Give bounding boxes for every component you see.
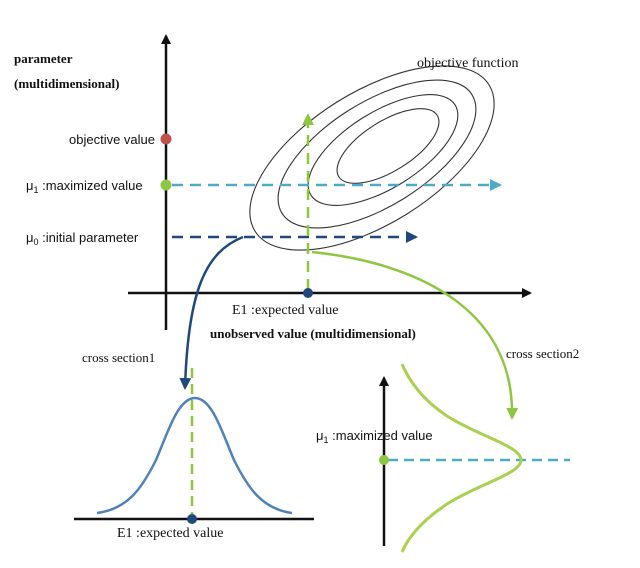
parameter-label-dim: (multidimensional) — [14, 76, 119, 91]
cs2-maximized-point — [379, 455, 389, 465]
cross-section2-arrow — [311, 250, 519, 420]
cs1-expected-label: E1 :expected value — [117, 526, 224, 541]
cs1-expected-point — [187, 514, 197, 524]
parameter-label: parameter — [14, 51, 73, 66]
objective-value-label: objective value — [69, 132, 155, 147]
unobserved-value-label: unobserved value (multidimensional) — [210, 326, 416, 341]
cross-section2-plot: μ1 :maximized value — [316, 363, 570, 553]
cross-section1-label: cross section1 — [82, 350, 155, 365]
objective-function-label: objective function — [417, 56, 518, 71]
objective-value-point — [160, 133, 172, 145]
cs2-maximized-label: μ1 :maximized value — [316, 428, 433, 445]
mu1-label: μ1 :maximized value — [26, 178, 143, 195]
mu0-label: μ0 :initial parameter — [26, 230, 139, 247]
maximized-value-point — [160, 179, 172, 191]
cross-section1-plot: E1 :expected value — [74, 368, 314, 541]
cross-section2-label: cross section2 — [506, 346, 579, 361]
cross-section1-arrow — [179, 235, 244, 390]
cs1-bell-curve — [96, 396, 293, 515]
cs2-bell-curve — [400, 363, 523, 553]
expected-value-axis-label: E1 :expected value — [232, 303, 339, 318]
expected-value-point — [303, 288, 313, 298]
objective-contours — [249, 65, 495, 251]
